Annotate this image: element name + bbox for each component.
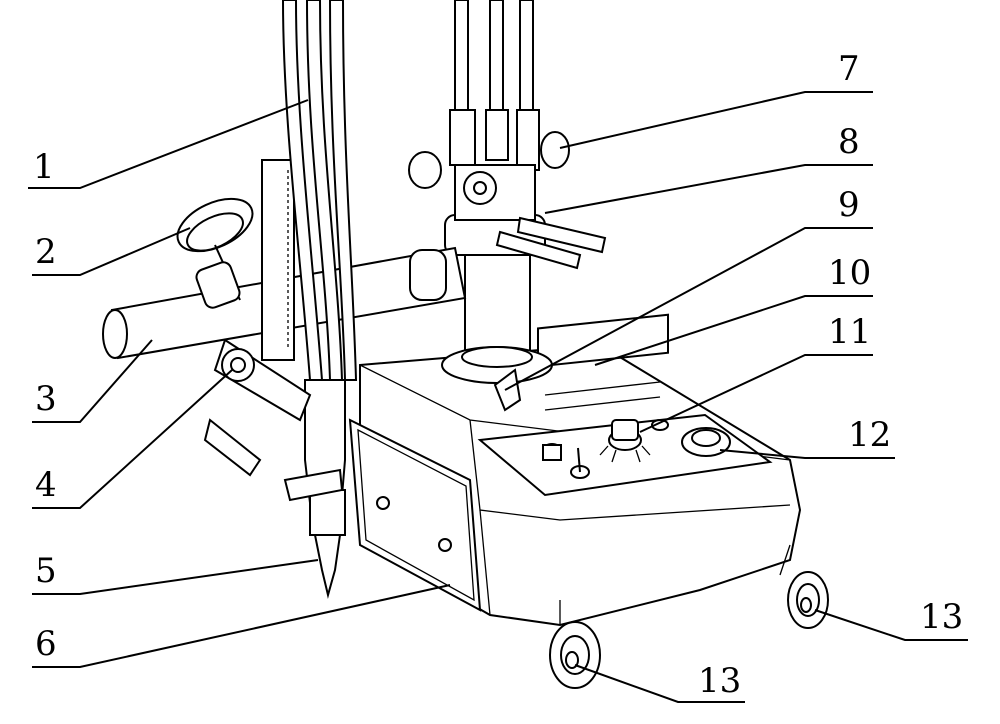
leader-4 [32, 369, 233, 509]
leader-13b [814, 609, 968, 641]
machine-drawing [102, 0, 829, 689]
leader-10 [594, 295, 873, 366]
leader-6 [32, 584, 451, 668]
leader-lines [28, 91, 968, 703]
callout-10: 10 [828, 253, 871, 293]
leader-8 [544, 164, 873, 214]
callout-12: 12 [848, 415, 891, 455]
leader-3 [32, 339, 153, 423]
wheel-front [549, 621, 601, 689]
callout-2: 2 [35, 232, 57, 272]
callout-7: 7 [838, 49, 860, 89]
hose-barb [516, 216, 607, 254]
callout-8: 8 [838, 122, 860, 162]
leader-5 [32, 559, 319, 595]
callout-13-front: 13 [698, 661, 741, 701]
callout-11: 11 [828, 312, 871, 352]
callout-4: 4 [35, 465, 57, 505]
callout-9: 9 [838, 185, 860, 225]
callout-5: 5 [35, 551, 57, 591]
clamp-lever [493, 368, 522, 412]
leader-11 [639, 354, 873, 433]
callout-numbers: 1 2 3 4 5 6 7 8 9 10 11 12 13 13 [33, 49, 963, 701]
leader-7 [559, 91, 873, 149]
leader-1 [28, 99, 309, 189]
adjust-knob [176, 197, 254, 309]
leader-12 [719, 449, 895, 459]
nozzle [313, 534, 342, 599]
column [464, 249, 531, 356]
wheel-rear [787, 571, 829, 629]
callout-13-rear: 13 [920, 597, 963, 637]
callout-3: 3 [35, 379, 57, 419]
leader-13a [574, 664, 745, 703]
callout-6: 6 [35, 624, 57, 664]
callout-1: 1 [33, 147, 55, 187]
rack-bar [261, 159, 295, 361]
leader-2 [32, 227, 191, 276]
leader-9 [504, 227, 873, 391]
side-plate [348, 418, 482, 612]
valve-7 [540, 131, 570, 169]
valve-left [408, 151, 442, 189]
nameplate [537, 313, 669, 368]
